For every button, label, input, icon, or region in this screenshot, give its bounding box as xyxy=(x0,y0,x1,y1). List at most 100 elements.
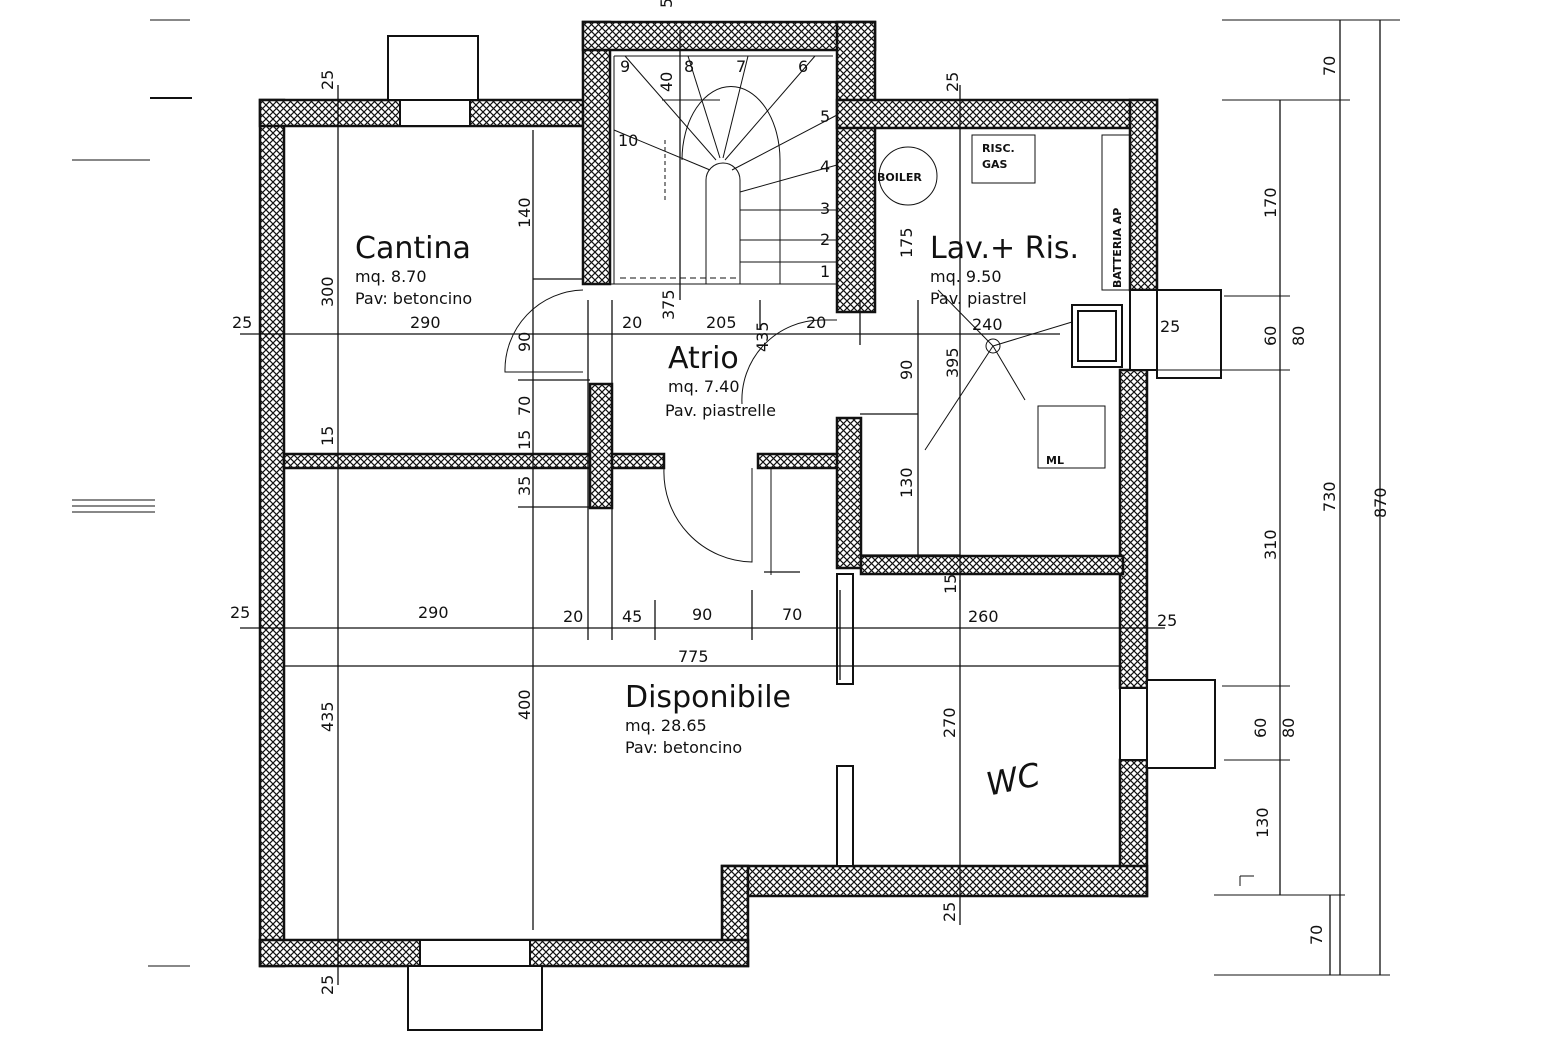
stair-step-7: 7 xyxy=(736,57,746,76)
dim-row2-290: 290 xyxy=(418,603,449,622)
room-atrio-area: mq. 7.40 xyxy=(668,377,740,396)
stair-step-4: 4 xyxy=(820,157,830,176)
stair-step-8: 8 xyxy=(684,57,694,76)
dim-90-left: 90 xyxy=(515,332,534,352)
boiler-circle xyxy=(878,146,938,206)
risc-label-2: GAS xyxy=(982,158,1008,171)
stair-step-5: 5 xyxy=(820,107,830,126)
margin-marks xyxy=(72,19,192,967)
dim-top-5: 5 xyxy=(657,0,676,8)
dim-395: 395 xyxy=(943,347,962,378)
dim-row2-260: 260 xyxy=(968,607,999,626)
dim-35: 35 xyxy=(515,476,534,496)
stair-step-6: 6 xyxy=(798,57,808,76)
room-atrio-name: Atrio xyxy=(668,341,739,376)
wall-int-pier xyxy=(588,382,614,510)
wall-int-lav-bottom xyxy=(859,554,1125,576)
dim-70-left: 70 xyxy=(515,396,534,416)
dim-row2-90: 90 xyxy=(692,605,712,624)
dim-row1-205: 205 xyxy=(706,313,737,332)
wall-int-lav-left xyxy=(835,416,863,570)
wc-label: WC xyxy=(983,755,1044,804)
door-cantina xyxy=(504,289,584,373)
door-disponibile xyxy=(663,467,753,563)
dim-side-80-top: 80 xyxy=(1289,326,1308,346)
room-atrio-floor: Pav. piastrelle xyxy=(665,401,776,420)
wall-stair-top xyxy=(581,20,877,52)
window-top-cantina xyxy=(399,99,471,127)
window-right-lower-frame xyxy=(1146,679,1216,769)
dim-row2-70: 70 xyxy=(782,605,802,624)
exterior-walls xyxy=(258,20,1159,968)
dim-15-mid: 15 xyxy=(515,430,534,450)
staircase: 1 2 3 4 5 6 7 8 9 10 xyxy=(609,49,838,285)
wall-int-cantina xyxy=(282,452,666,470)
dim-side-730: 730 xyxy=(1320,481,1339,512)
dim-row1-20b: 20 xyxy=(806,313,826,332)
wall-int-disp-1 xyxy=(836,573,854,685)
dim-side-70-top: 70 xyxy=(1320,56,1339,76)
window-bottom-frame xyxy=(407,965,543,1031)
dim-top-40: 40 xyxy=(657,72,676,92)
dim-row1-25r: 25 xyxy=(1160,317,1180,336)
dim-175: 175 xyxy=(897,227,916,258)
room-cantina-name: Cantina xyxy=(355,231,471,266)
dim-top-25-right: 25 xyxy=(943,72,962,92)
wall-stair-left xyxy=(581,20,612,286)
room-cantina-area: mq. 8.70 xyxy=(355,267,427,286)
window-bottom xyxy=(419,939,531,967)
dim-total-775: 775 xyxy=(678,647,709,666)
wall-right-mid xyxy=(1118,368,1149,690)
interior-walls xyxy=(282,382,1125,867)
dim-270: 270 xyxy=(940,707,959,738)
batteria-label: BATTERIA AP xyxy=(1111,208,1124,288)
stair-step-1: 1 xyxy=(820,262,830,281)
dimension-lines xyxy=(240,19,1400,985)
dim-435-left: 435 xyxy=(318,701,337,732)
window-right-lower xyxy=(1119,687,1148,761)
dim-375: 375 xyxy=(659,289,678,320)
dim-side-80-bot: 80 xyxy=(1279,718,1298,738)
room-disp-area: mq. 28.65 xyxy=(625,716,707,735)
doors xyxy=(504,289,837,575)
dim-top-25-left: 25 xyxy=(318,70,337,90)
window-right-upper xyxy=(1129,289,1158,371)
dim-bot-25-left: 25 xyxy=(318,975,337,995)
stair-step-10: 10 xyxy=(618,131,638,150)
dim-side-70-bot: 70 xyxy=(1307,925,1326,945)
dimension-labels: 5 40 25 25 140 300 375 435 175 25 290 20… xyxy=(230,0,1390,995)
dim-side-310: 310 xyxy=(1261,529,1280,560)
wall-left xyxy=(258,98,286,968)
dim-side-60-top: 60 xyxy=(1261,326,1280,346)
wall-stair-right xyxy=(835,20,877,314)
dim-side-170: 170 xyxy=(1261,187,1280,218)
dim-row2-45: 45 xyxy=(622,607,642,626)
dim-side-130: 130 xyxy=(1253,807,1272,838)
ml-label: ML xyxy=(1046,454,1064,467)
dim-140: 140 xyxy=(515,197,534,228)
wall-right-upper xyxy=(1128,98,1159,292)
room-lav-floor: Pav. piastrel xyxy=(930,289,1027,308)
room-lav-name: Lav.+ Ris. xyxy=(930,231,1079,266)
risc-label-1: RISC. xyxy=(982,142,1015,155)
dim-row1-20a: 20 xyxy=(622,313,642,332)
dim-15-right: 15 xyxy=(941,574,960,594)
wall-int-disp-2 xyxy=(836,765,854,867)
stair-step-2: 2 xyxy=(820,230,830,249)
room-disp-name: Disponibile xyxy=(625,680,791,715)
door-atrio-lav xyxy=(741,319,837,405)
dim-row1-25: 25 xyxy=(232,313,252,332)
dim-300: 300 xyxy=(318,276,337,307)
stair-step-3: 3 xyxy=(820,199,830,218)
tub-inner xyxy=(1077,310,1117,362)
dim-side-870: 870 xyxy=(1371,487,1390,518)
dim-400: 400 xyxy=(515,689,534,720)
dim-435-atrio: 435 xyxy=(753,321,772,352)
dim-15-left: 15 xyxy=(318,426,337,446)
batteria-box xyxy=(1101,134,1131,291)
risc-gas-box xyxy=(971,134,1036,184)
dim-row2-25: 25 xyxy=(230,603,250,622)
room-cantina-floor: Pav: betoncino xyxy=(355,289,472,308)
dim-row2-20: 20 xyxy=(563,607,583,626)
drain xyxy=(985,338,1001,354)
